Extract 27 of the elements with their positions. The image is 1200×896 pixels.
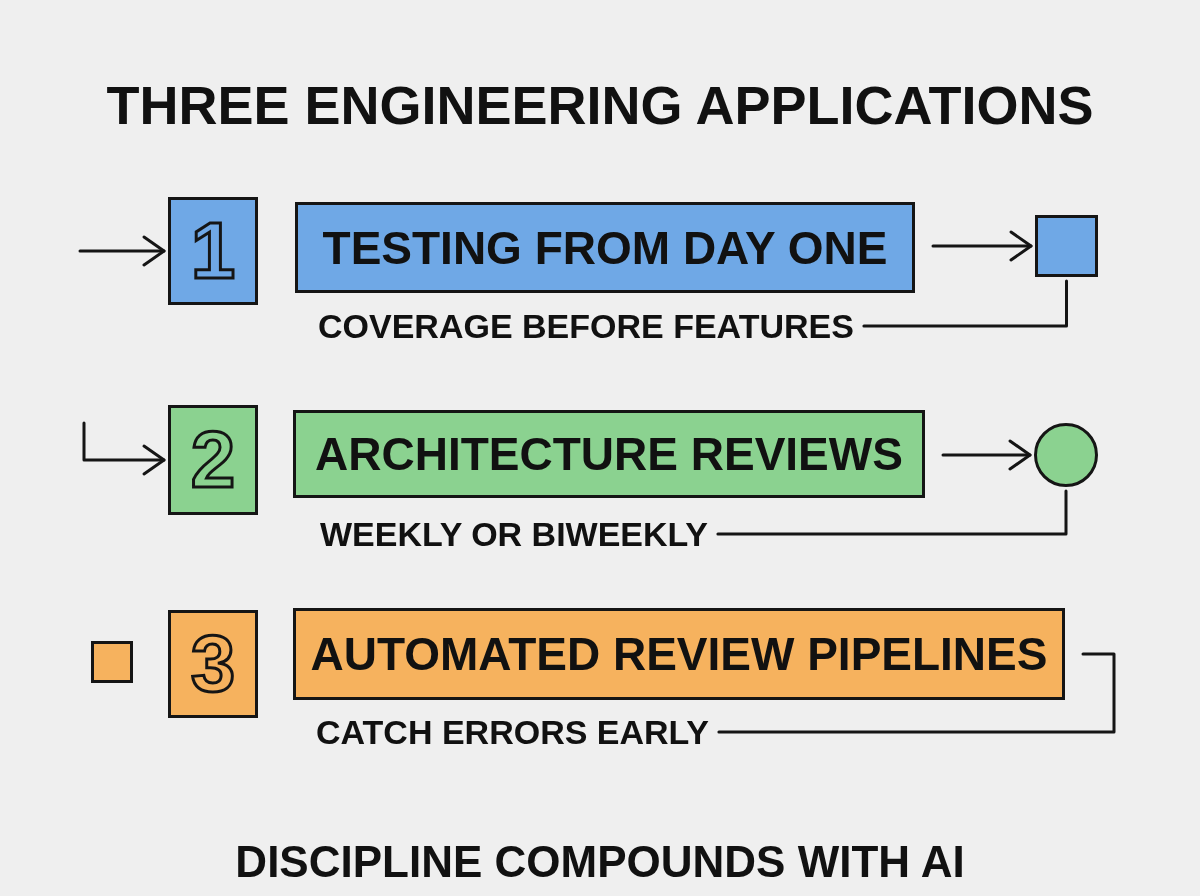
step-number: 2 <box>190 420 236 500</box>
arrow <box>78 235 166 267</box>
step-number: 3 <box>190 624 236 704</box>
square-marker <box>91 641 133 683</box>
number-box <box>168 610 258 718</box>
heading-banner <box>295 202 915 293</box>
banner-label: AUTOMATED REVIEW PIPELINES <box>310 631 1048 677</box>
diagram-title: THREE ENGINEERING APPLICATIONS <box>106 78 1094 132</box>
arrow <box>941 439 1032 471</box>
banner-label: ARCHITECTURE REVIEWS <box>315 431 903 477</box>
number-box <box>168 405 258 515</box>
step-number: 1 <box>190 211 236 291</box>
subtitle-text: COVERAGE BEFORE FEATURES <box>318 306 854 346</box>
banner-label: TESTING FROM DAY ONE <box>322 224 888 271</box>
arrow <box>931 230 1033 262</box>
number-box <box>168 197 258 305</box>
heading-banner <box>293 410 925 498</box>
connector-line <box>717 652 1116 734</box>
caption: DISCIPLINE COMPOUNDS WITH AI <box>235 840 965 884</box>
connector-line <box>862 279 1068 328</box>
connector-line <box>716 489 1068 536</box>
circle-marker <box>1034 423 1098 487</box>
square-marker <box>1035 215 1098 277</box>
subtitle-text: CATCH ERRORS EARLY <box>316 712 709 752</box>
arrow <box>82 421 166 476</box>
subtitle-text: WEEKLY OR BIWEEKLY <box>320 514 708 554</box>
heading-banner <box>293 608 1065 700</box>
